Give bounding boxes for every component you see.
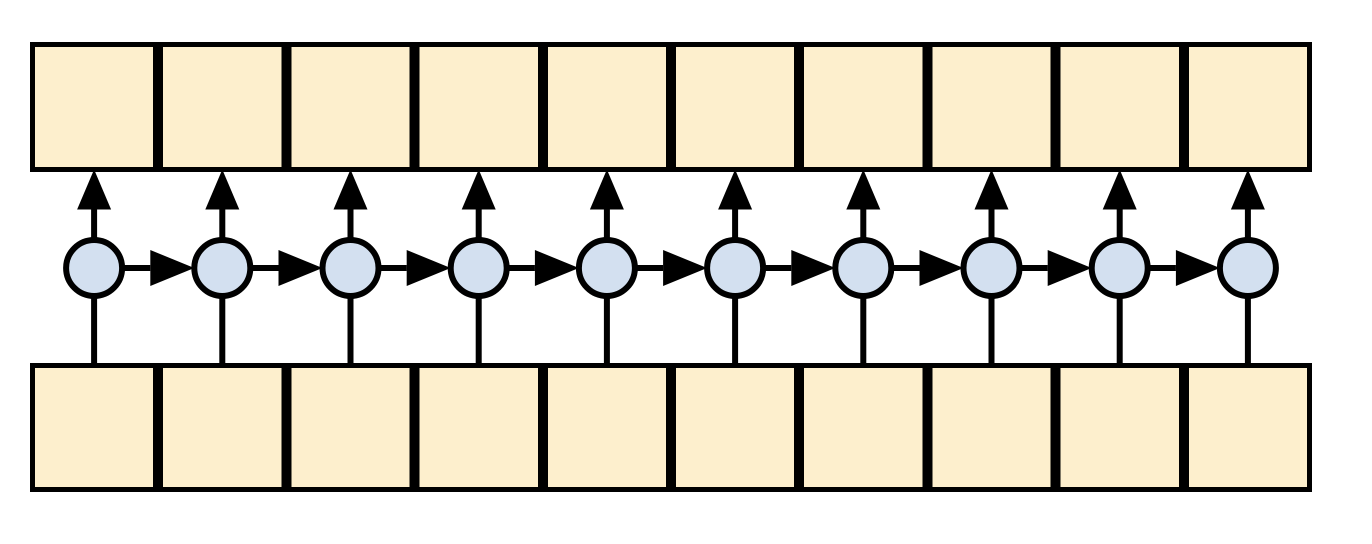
recurrent-arrow-head [150,250,195,286]
output-box-cell[interactable] [158,42,287,172]
output-arrow-group [77,169,1265,240]
hidden-state-node[interactable] [191,237,254,299]
input-box-cell[interactable] [286,363,415,492]
output-box-cell[interactable] [1183,42,1313,172]
output-box-cell[interactable] [927,42,1056,172]
input-box-cell[interactable] [30,363,159,492]
recurrent-arrow-head [278,250,323,286]
output-arrow-head [205,169,240,210]
recurrent-arrow-head [1047,250,1092,286]
hidden-state-node[interactable] [1088,237,1151,299]
recurrent-arrow-head [919,250,964,286]
output-arrow-head [1230,169,1265,210]
output-arrow-head [974,169,1009,210]
output-arrow-head [77,169,112,210]
hidden-state-node[interactable] [704,237,767,299]
input-box-cell[interactable] [799,363,928,492]
input-box-cell[interactable] [671,363,800,492]
hidden-state-node[interactable] [575,237,638,299]
output-box-cell[interactable] [286,42,415,172]
hidden-state-node[interactable] [319,237,382,299]
recurrent-arrow-head [663,250,708,286]
recurrent-arrow-head [534,250,579,286]
output-arrow-head [333,169,368,210]
output-arrow-head [1102,169,1137,210]
input-box-cell[interactable] [542,363,671,492]
output-arrow-head [461,169,496,210]
hidden-state-node[interactable] [447,237,510,299]
output-box-cell[interactable] [30,42,159,172]
output-arrow-head [589,169,624,210]
hidden-state-row [63,237,1279,299]
hidden-state-node[interactable] [63,237,126,299]
hidden-state-node[interactable] [832,237,895,299]
recurrent-arrow-head [791,250,836,286]
input-box-cell[interactable] [414,363,543,492]
input-line-group [91,296,1251,366]
output-box-cell[interactable] [542,42,671,172]
output-box-cell[interactable] [1055,42,1184,172]
recurrent-arrow-head [1175,250,1220,286]
output-arrow-head [718,169,753,210]
input-box-cell[interactable] [1055,363,1184,492]
output-row [30,42,1313,172]
recurrent-arrow-group [122,250,1220,286]
input-box-cell[interactable] [927,363,1056,492]
input-box-cell[interactable] [1183,363,1313,492]
hidden-state-node[interactable] [1216,237,1279,299]
output-box-cell[interactable] [799,42,928,172]
input-box-cell[interactable] [158,363,287,492]
output-box-cell[interactable] [414,42,543,172]
output-arrow-head [846,169,881,210]
input-row [30,363,1313,492]
output-box-cell[interactable] [671,42,800,172]
recurrent-arrow-head [406,250,451,286]
hidden-state-node[interactable] [960,237,1023,299]
